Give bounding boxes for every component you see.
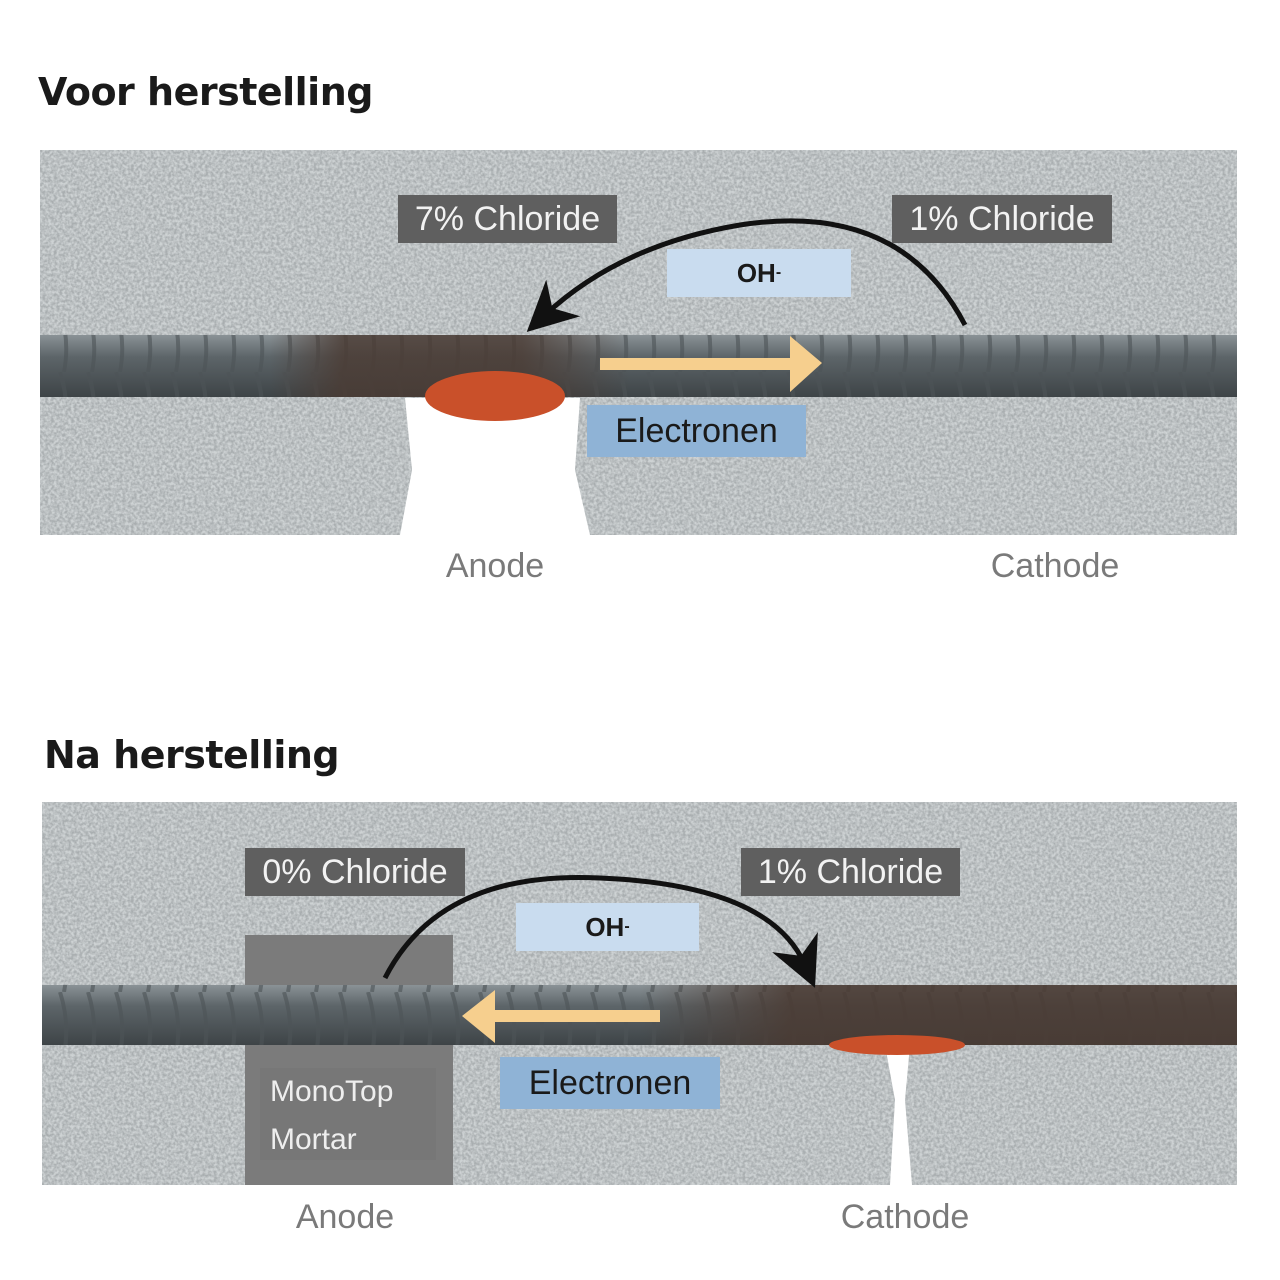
corroded-section [640,985,1237,1045]
mortar-label: MonoTop Mortar [260,1068,436,1160]
left-chloride-label: 0% Chloride [245,848,465,896]
electrons-label: Electronen [500,1057,720,1109]
ion-text: OH [585,911,625,942]
electron-arrow [600,336,822,392]
anode-label: Anode [445,547,545,585]
ion-arrow [382,874,818,988]
electron-arrow [462,990,660,1043]
hydroxide-label: OH- [667,249,851,297]
ion-charge: - [624,918,630,935]
right-chloride-label: 1% Chloride [892,195,1112,243]
after-panel [42,802,1237,1185]
rust-spot [425,371,565,421]
right-chloride-label: 1% Chloride [741,848,960,896]
anode-label: Anode [295,1198,395,1236]
cathode-label: Cathode [840,1198,970,1236]
crack [400,398,590,535]
ion-arrow [526,218,968,333]
left-chloride-label: 7% Chloride [398,195,617,243]
cathode-label: Cathode [990,547,1120,585]
mortar-label-line2: Mortar [270,1123,357,1156]
crack [885,1045,912,1185]
rust-spot [829,1035,965,1055]
hydroxide-label: OH- [516,903,699,951]
after-title: Na herstelling [44,733,340,777]
ion-text: OH [736,257,776,288]
electrons-label: Electronen [587,405,806,457]
before-title: Voor herstelling [38,70,373,114]
mortar-label-line1: MonoTop [270,1075,394,1108]
ion-charge: - [775,264,782,281]
